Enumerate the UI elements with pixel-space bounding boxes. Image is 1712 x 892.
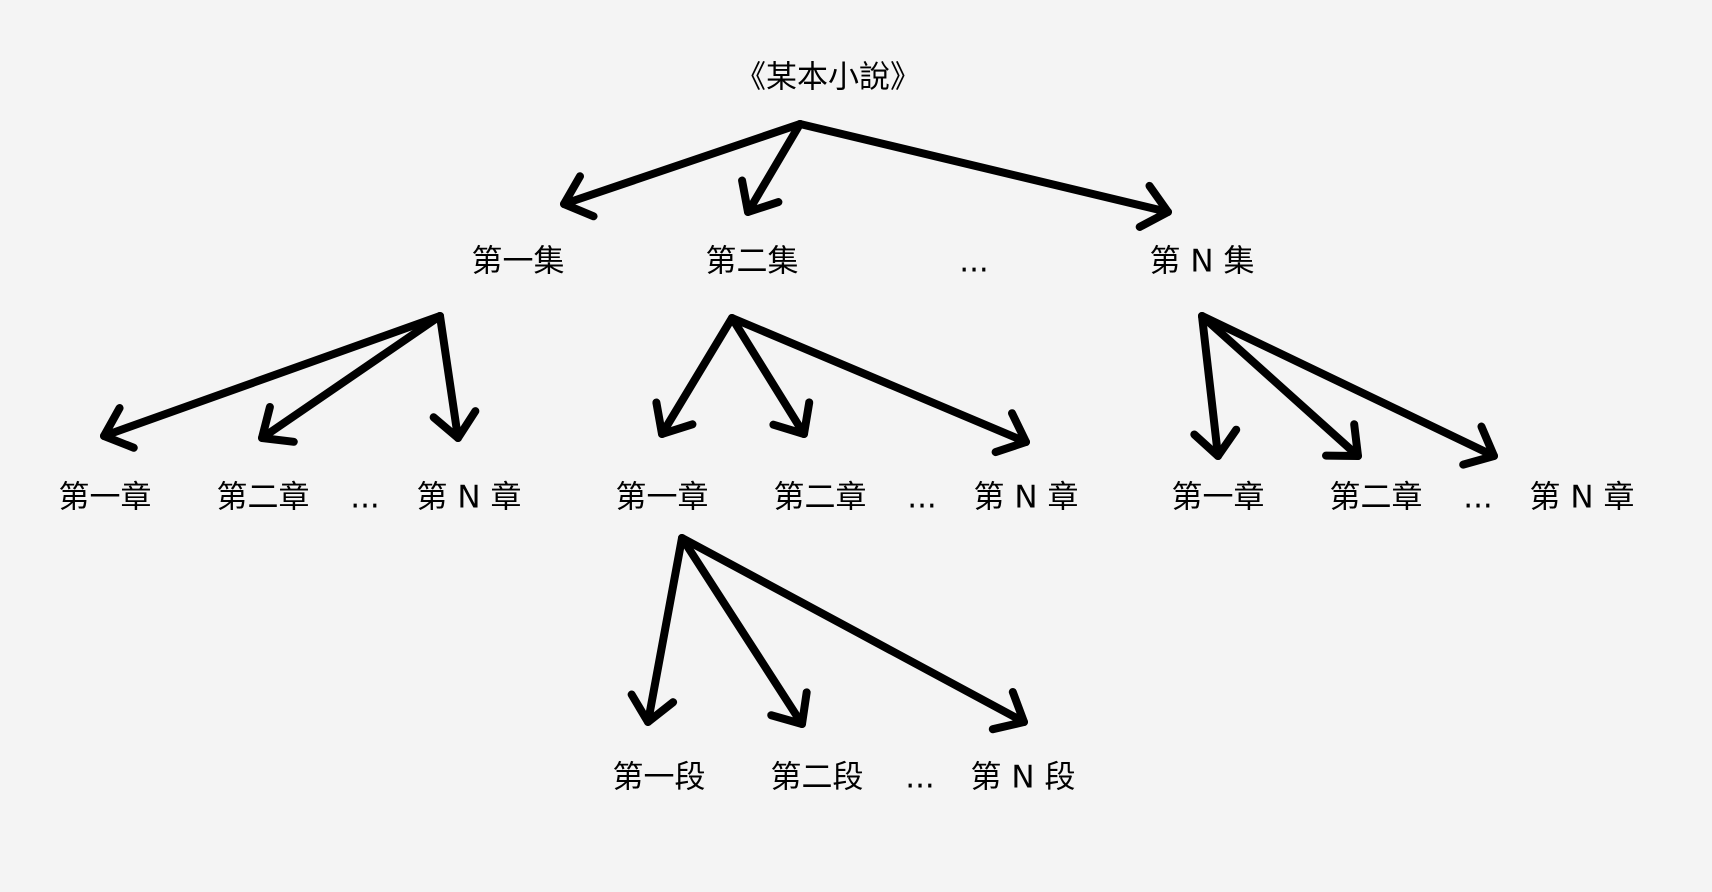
arrow-chapter-1-to-paragraph-n [678, 534, 1028, 734]
arrow-volume-1-to-chapter-1 [100, 312, 444, 452]
arrow-chapter-1-to-paragraph-1 [627, 534, 686, 726]
arrow-shaft [678, 534, 806, 728]
v1-chapter-node-1: 第一章 [58, 479, 152, 516]
arrowhead [767, 688, 811, 728]
arrowhead [1135, 181, 1172, 231]
arrow-root-to-volume-n [796, 120, 1172, 231]
arrow-shaft [644, 534, 686, 726]
arrow-root-to-volume-1 [560, 120, 804, 221]
arrow-volume-2-to-chapter-n [728, 314, 1030, 457]
arrowhead [652, 398, 697, 438]
arrowhead [769, 398, 814, 438]
arrow-root-to-volume-2 [738, 120, 804, 216]
vn-chapter-node-2: 第二章 [1329, 479, 1423, 516]
vn-chapter-node-1: 第一章 [1171, 479, 1265, 516]
arrowhead [738, 176, 783, 216]
arrow-shaft [1198, 312, 1222, 460]
arrowhead [258, 402, 298, 446]
arrow-shaft [658, 314, 736, 438]
arrow-volume-n-to-chapter-n [1198, 312, 1498, 469]
v1-chapter-node-n: 第 N 章 [416, 479, 522, 516]
v1-chapter-node-2: 第二章 [216, 479, 310, 516]
arrow-shaft [1198, 312, 1362, 460]
arrow-shaft [678, 534, 1028, 726]
v2-chapter-node-n: 第 N 章 [973, 479, 1079, 516]
arrow-shaft [258, 312, 444, 442]
arrowhead [988, 688, 1028, 734]
vn-chapter-node-n: 第 N 章 [1529, 479, 1635, 516]
arrow-chapter-1-to-paragraph-2 [678, 534, 811, 728]
arrow-volume-1-to-chapter-n [429, 312, 480, 442]
arrow-shaft [436, 312, 462, 442]
v2-chapter-node-1: 第一章 [615, 479, 709, 516]
paragraph-node-n: 第 N 段 [970, 759, 1076, 796]
root-node: 《某本小說》 [735, 59, 921, 96]
volume-ellipsis: ... [959, 243, 989, 280]
arrow-shaft [728, 314, 1030, 446]
arrowhead [100, 404, 138, 452]
arrow-volume-1-to-chapter-2 [258, 312, 444, 446]
arrowhead [991, 409, 1030, 457]
arrowhead [1322, 420, 1362, 460]
paragraph-ellipsis: ... [905, 759, 935, 796]
volume-node-2: 第二集 [705, 243, 799, 280]
arrowhead [627, 690, 678, 726]
vn-chapter-ellipsis: ... [1463, 479, 1493, 516]
arrow-shaft [100, 312, 444, 440]
arrow-shaft [796, 120, 1172, 216]
volume-node-n: 第 N 集 [1149, 243, 1255, 280]
arrow-shaft [744, 120, 804, 216]
v2-chapter-ellipsis: ... [907, 479, 937, 516]
arrow-shaft [728, 314, 808, 438]
v2-chapter-node-2: 第二章 [773, 479, 867, 516]
volume-node-1: 第一集 [471, 243, 565, 280]
v1-chapter-ellipsis: ... [350, 479, 380, 516]
paragraph-node-1: 第一段 [612, 759, 706, 796]
arrowhead [429, 407, 480, 442]
arrowhead [1190, 425, 1241, 460]
paragraph-node-2: 第二段 [770, 759, 864, 796]
arrow-shaft [560, 120, 804, 208]
arrowhead [560, 172, 598, 221]
arrowhead [1459, 422, 1498, 469]
arrow-volume-2-to-chapter-1 [652, 314, 736, 438]
arrow-volume-n-to-chapter-1 [1190, 312, 1241, 460]
arrow-volume-2-to-chapter-2 [728, 314, 814, 438]
arrow-volume-n-to-chapter-2 [1198, 312, 1362, 460]
arrow-shaft [1198, 312, 1498, 460]
